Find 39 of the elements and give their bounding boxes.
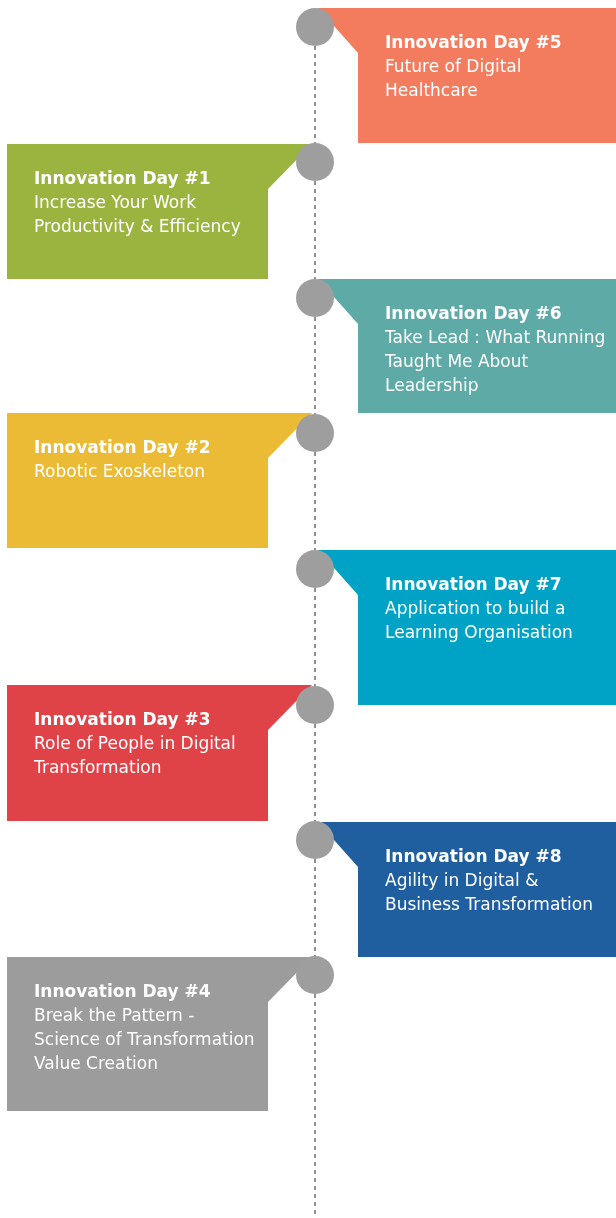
event-card [358, 822, 616, 957]
timeline-dot [296, 956, 334, 994]
timeline-dot [296, 143, 334, 181]
event-card [358, 550, 616, 705]
timeline-line [314, 858, 316, 957]
event-title: Take Lead : What Running Taught Me About Leadership [385, 326, 607, 397]
event-card [7, 957, 268, 1111]
event-heading: Innovation Day #5 [385, 31, 563, 54]
event-heading: Innovation Day #4 [34, 980, 212, 1003]
timeline-dot [296, 686, 334, 724]
event-heading: Innovation Day #6 [385, 302, 563, 325]
event-heading: Innovation Day #3 [34, 708, 212, 731]
timeline-dot [296, 8, 334, 46]
timeline-line [314, 180, 316, 280]
event-title: Break the Pattern - Science of Transformation Value Creation [34, 1004, 256, 1075]
timeline-line [314, 316, 316, 415]
event-card [7, 144, 268, 279]
timeline-line [314, 723, 316, 822]
event-heading: Innovation Day #2 [34, 436, 212, 459]
event-card [358, 8, 616, 143]
timeline-dot [296, 550, 334, 588]
event-title: Increase Your Work Productivity & Efficiency [34, 191, 242, 238]
event-card [7, 685, 268, 821]
timeline-dot [296, 279, 334, 317]
event-title: Role of People in Digital Transformation [34, 732, 237, 779]
timeline-line [314, 45, 316, 144]
timeline-line [314, 587, 316, 687]
event-heading: Innovation Day #7 [385, 573, 563, 596]
event-title: Future of Digital Healthcare [385, 55, 523, 102]
timeline-dot [296, 414, 334, 452]
timeline-dot [296, 821, 334, 859]
event-title: Agility in Digital & Business Transformation [385, 869, 594, 916]
event-heading: Innovation Day #1 [34, 167, 212, 190]
event-card [358, 279, 616, 413]
timeline-line [314, 451, 316, 551]
event-card [7, 413, 268, 548]
event-title: Application to build a Learning Organisation [385, 597, 574, 644]
event-title: Robotic Exoskeleton [34, 460, 207, 483]
event-heading: Innovation Day #8 [385, 845, 563, 868]
